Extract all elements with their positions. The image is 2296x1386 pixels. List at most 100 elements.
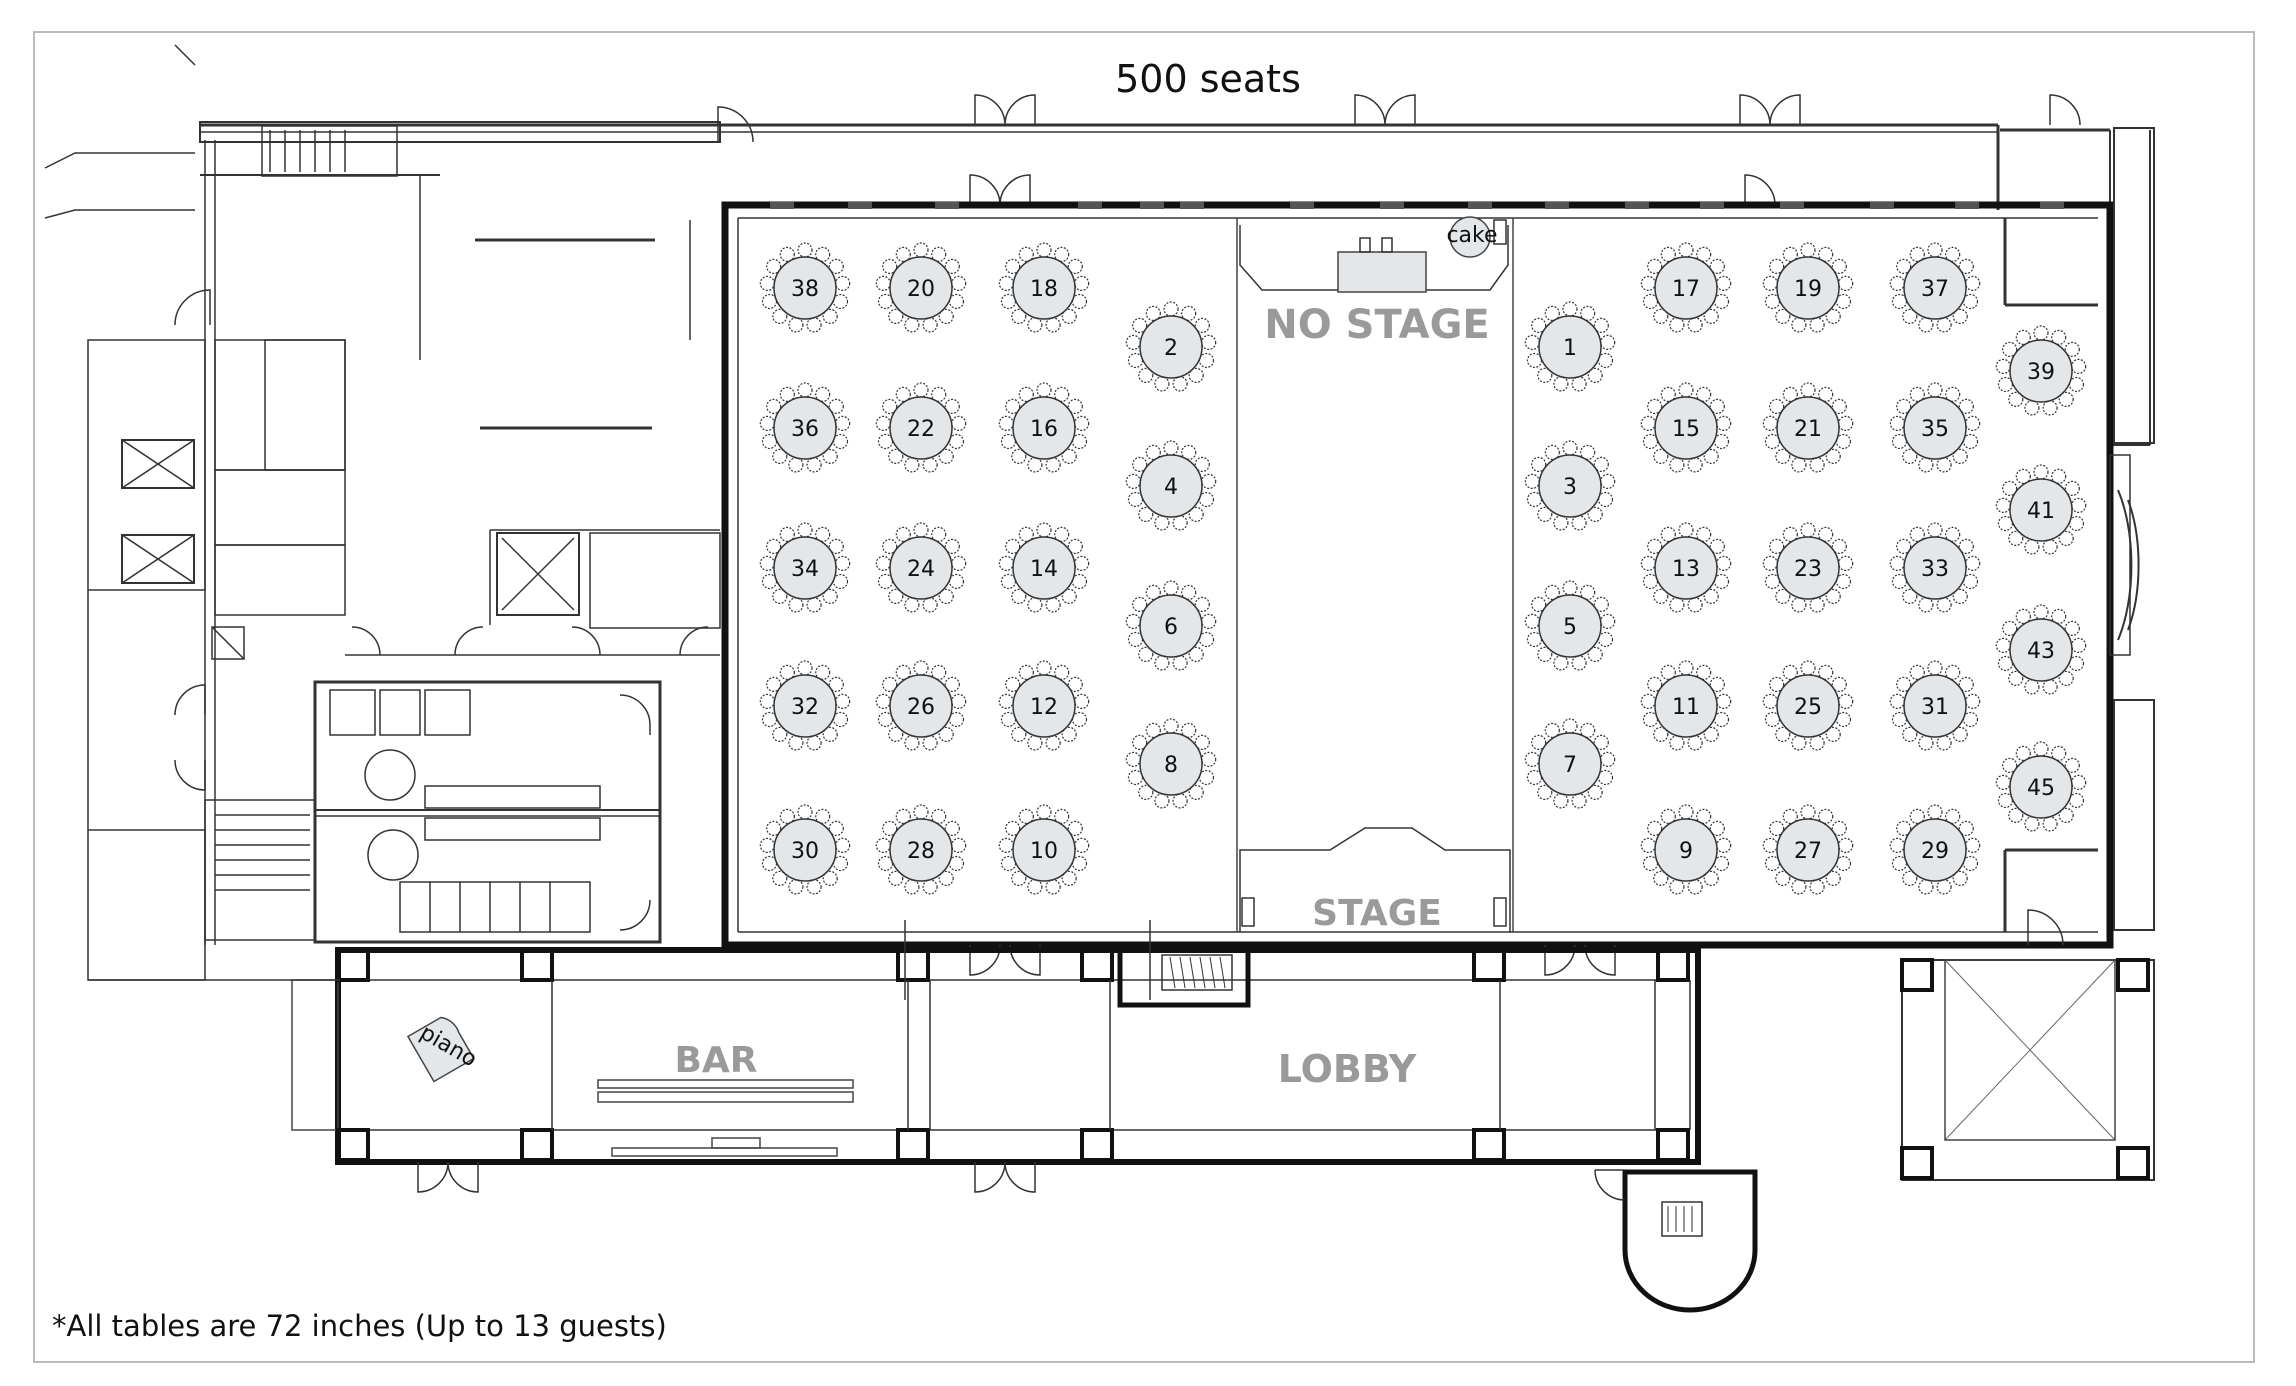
table-7[interactable]: 7 [1524,718,1616,809]
chair [1809,735,1825,751]
column [1080,948,1114,982]
table-41[interactable]: 41 [1995,464,2087,555]
table-16[interactable]: 16 [998,382,1090,473]
table-25[interactable]: 25 [1762,660,1854,751]
table-15[interactable]: 15 [1640,382,1732,473]
chair [835,693,851,710]
chair [1154,655,1170,671]
chair [1800,804,1816,820]
chair [772,308,788,324]
table-30[interactable]: 30 [759,804,851,895]
chair [1531,317,1547,333]
table-top [1776,674,1840,738]
table-27[interactable]: 27 [1762,804,1854,895]
chair [1138,646,1154,663]
cake-table [1449,216,1491,258]
table-17[interactable]: 17 [1640,242,1732,333]
table-3[interactable]: 3 [1524,440,1616,531]
table-10[interactable]: 10 [998,804,1090,895]
table-4[interactable]: 4 [1125,440,1217,531]
table-22[interactable]: 22 [875,382,967,473]
chair [1762,275,1778,291]
chair [1891,711,1908,728]
chair [1764,711,1781,728]
table-20[interactable]: 20 [875,242,967,333]
right-side [2109,127,2155,931]
table-36[interactable]: 36 [759,382,851,473]
chair [1918,735,1934,751]
table-34[interactable]: 34 [759,522,851,613]
table-1[interactable]: 1 [1524,301,1616,392]
chair [1125,334,1141,350]
table-number: 31 [1921,695,1949,720]
chair [1036,804,1052,820]
table-19[interactable]: 19 [1762,242,1854,333]
table-6[interactable]: 6 [1125,580,1217,671]
chair [1791,597,1807,613]
table-23[interactable]: 23 [1762,522,1854,613]
table-24[interactable]: 24 [875,522,967,613]
table-9[interactable]: 9 [1640,804,1732,895]
table-top [1012,256,1076,320]
table-39[interactable]: 39 [1995,325,2087,416]
table-5[interactable]: 5 [1524,580,1616,671]
chair [944,398,960,414]
table-12[interactable]: 12 [998,660,1090,751]
table-35[interactable]: 35 [1889,382,1981,473]
chair [1600,334,1616,350]
chair [1945,808,1961,825]
chair [922,457,938,473]
chair [1018,526,1034,543]
chair [1835,573,1852,590]
table-28[interactable]: 28 [875,804,967,895]
chair [2033,325,2049,341]
table-38[interactable]: 38 [759,242,851,333]
chair [2051,745,2067,762]
table-26[interactable]: 26 [875,660,967,751]
table-21[interactable]: 21 [1762,382,1854,473]
chair [888,588,904,605]
chair [1762,555,1778,572]
chair [772,588,788,605]
table-11[interactable]: 11 [1640,660,1732,751]
chair [1571,655,1587,671]
table-18[interactable]: 18 [998,242,1090,333]
chair [766,398,782,414]
table-45[interactable]: 45 [1995,741,2087,832]
chair [2068,792,2085,809]
chair [1762,415,1778,431]
chair [1818,664,1834,681]
chair [1181,444,1197,460]
chair [1713,293,1730,310]
chair [1713,573,1730,590]
chair [1896,820,1912,837]
chair [779,246,795,262]
chair [1067,676,1083,693]
table-32[interactable]: 32 [759,660,851,751]
chair [828,538,844,555]
table-2[interactable]: 2 [1125,301,1217,392]
chair [895,808,911,825]
table-31[interactable]: 31 [1889,660,1981,751]
chair [1544,584,1560,601]
table-14[interactable]: 14 [998,522,1090,613]
table-33[interactable]: 33 [1889,522,1981,613]
chair [1762,837,1778,854]
chair [1902,588,1918,605]
chair [1936,457,1952,473]
chair [895,386,911,402]
chair [1145,305,1161,321]
table-top [1012,536,1076,600]
chair [1831,820,1847,837]
chair [1669,457,1685,473]
table-13[interactable]: 13 [1640,522,1732,613]
chair [1201,334,1217,350]
chair [1909,664,1925,681]
table-37[interactable]: 37 [1889,242,1981,333]
table-8[interactable]: 8 [1125,718,1217,809]
chair [1045,735,1061,751]
table-43[interactable]: 43 [1995,604,2087,695]
chair [1965,275,1981,291]
table-number: 13 [1672,557,1700,582]
table-29[interactable]: 29 [1889,804,1981,895]
